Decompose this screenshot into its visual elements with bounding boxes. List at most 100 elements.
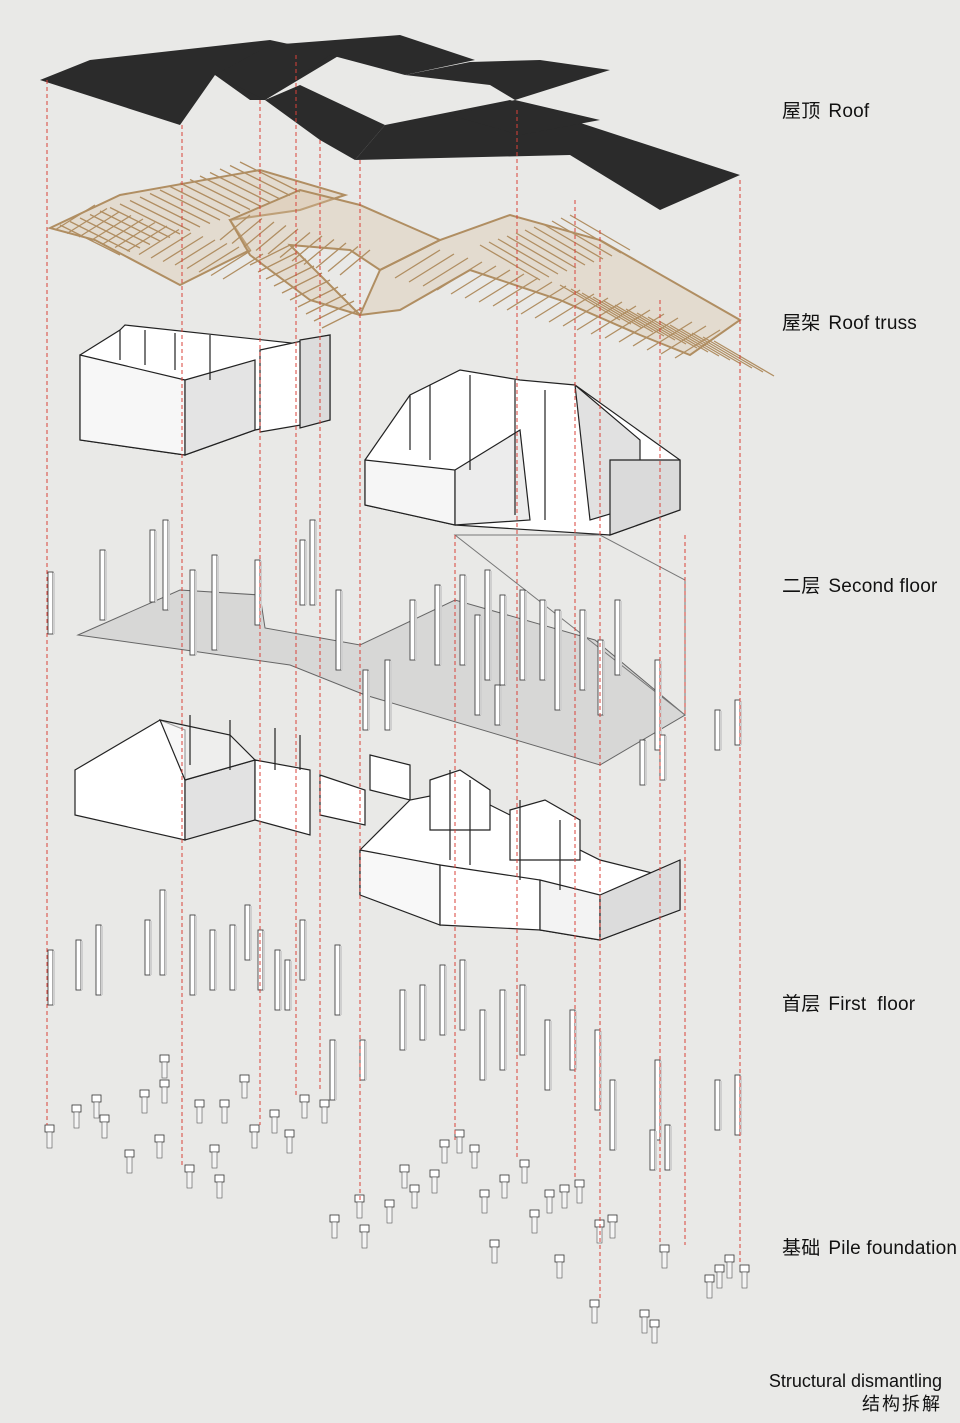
label-zh: 二层 xyxy=(782,576,821,597)
pile-shaft xyxy=(186,1171,193,1189)
first-floor-column-shade xyxy=(740,1076,742,1135)
pile-shaft xyxy=(73,1111,80,1129)
second-floor-column xyxy=(539,599,546,681)
truss-member xyxy=(249,244,291,266)
pile-shaft xyxy=(321,1106,328,1124)
second-floor-column-shade xyxy=(585,611,587,690)
pile-cap xyxy=(454,1129,465,1138)
second-floor-column-shade xyxy=(720,711,722,750)
second-floor-column-shade xyxy=(415,601,417,660)
pile-shaft xyxy=(401,1171,408,1189)
truss-member xyxy=(604,309,651,339)
pile-cap xyxy=(519,1159,530,1168)
pile-cap xyxy=(607,1214,618,1223)
first-floor-column-shade xyxy=(525,986,527,1055)
truss-member xyxy=(150,232,192,259)
label-zh: 屋架 xyxy=(782,313,821,334)
truss-member xyxy=(559,284,621,321)
pile-shaft xyxy=(331,1221,338,1239)
second-floor-column xyxy=(474,614,481,716)
first-floor-column xyxy=(274,949,281,1011)
pile-cap xyxy=(209,1144,220,1153)
first-floor-column xyxy=(439,964,446,1036)
second-floor-column xyxy=(149,529,156,603)
pile-cap xyxy=(544,1189,555,1198)
truss-member xyxy=(210,249,252,277)
truss-member xyxy=(243,221,275,248)
truss-member xyxy=(492,277,539,307)
first-floor-column xyxy=(299,919,306,981)
truss-member xyxy=(450,265,497,295)
second-floor-column xyxy=(484,569,491,681)
second-floor-column-shade xyxy=(260,561,262,625)
first-floor-column-shade xyxy=(655,1131,657,1170)
truss-member xyxy=(713,340,775,377)
roof-layer xyxy=(40,35,740,210)
pile-shaft xyxy=(431,1176,438,1194)
truss-member xyxy=(321,307,363,329)
truss-member xyxy=(273,265,315,287)
truss-member xyxy=(339,249,371,276)
diagram-caption: Structural dismantling 结构拆解 xyxy=(769,1370,942,1416)
truss-member xyxy=(279,232,311,258)
pile-shaft xyxy=(441,1146,448,1164)
truss-member xyxy=(408,253,455,283)
first-floor-column xyxy=(479,1009,486,1081)
roof-panel-mid-top xyxy=(215,35,475,100)
first-floor-column xyxy=(569,1009,576,1071)
truss-member xyxy=(647,316,709,353)
pile-cap xyxy=(399,1164,410,1173)
second-floor-column xyxy=(554,609,561,711)
pile-shaft xyxy=(386,1206,393,1224)
pile-cap xyxy=(529,1209,540,1218)
first-floor-column xyxy=(399,989,406,1051)
first-floor-column-shade xyxy=(365,1041,367,1080)
second-floor-column-shade xyxy=(341,591,343,670)
label-en: Roof truss xyxy=(828,313,917,334)
first-floor-column xyxy=(284,959,291,1011)
pile-cap xyxy=(154,1134,165,1143)
second-floor-column-shade xyxy=(500,686,502,725)
truss-member xyxy=(436,261,483,291)
first-floor-column-shade xyxy=(280,951,282,1010)
pile-shaft xyxy=(271,1116,278,1134)
second-floor-column xyxy=(459,574,466,666)
first-floor-column-shade xyxy=(165,891,167,975)
pile-cap xyxy=(329,1214,340,1223)
first-floor-column-shade xyxy=(235,926,237,990)
first-floor-column xyxy=(649,1129,656,1171)
truss-member xyxy=(219,168,281,200)
truss-member xyxy=(89,213,151,246)
truss-member xyxy=(149,192,211,225)
truss-member xyxy=(138,228,180,256)
pile-shaft xyxy=(561,1191,568,1209)
second-floor-column xyxy=(654,659,661,751)
truss-member xyxy=(231,218,263,244)
pile-cap xyxy=(159,1079,170,1088)
first-floor-column-shade xyxy=(53,951,55,1005)
truss-member xyxy=(162,235,204,263)
first-floor-column-shade xyxy=(550,1021,552,1090)
second-floor-columns xyxy=(47,519,742,786)
roof-panel-right-top xyxy=(405,60,610,100)
truss-member xyxy=(422,257,469,287)
pile-shaft xyxy=(361,1231,368,1249)
truss-member xyxy=(59,224,121,256)
pile-cap xyxy=(429,1169,440,1178)
second-floor-column-shade xyxy=(645,741,647,785)
first-floor-column-shade xyxy=(615,1081,617,1150)
first-floor-column xyxy=(609,1079,616,1151)
pile-cap xyxy=(469,1144,480,1153)
second-floor-column-shade xyxy=(620,601,622,675)
second-floor-column-shade xyxy=(440,586,442,665)
second-floor-column-shade xyxy=(545,601,547,680)
vertical-guide-lines xyxy=(46,55,741,1300)
pile-cap xyxy=(724,1254,735,1263)
pile-cap xyxy=(124,1149,135,1158)
truss-member xyxy=(79,217,141,249)
pile-shaft xyxy=(726,1261,733,1279)
pile-shaft xyxy=(286,1136,293,1154)
truss-member xyxy=(551,220,613,257)
truss-member xyxy=(126,225,168,252)
